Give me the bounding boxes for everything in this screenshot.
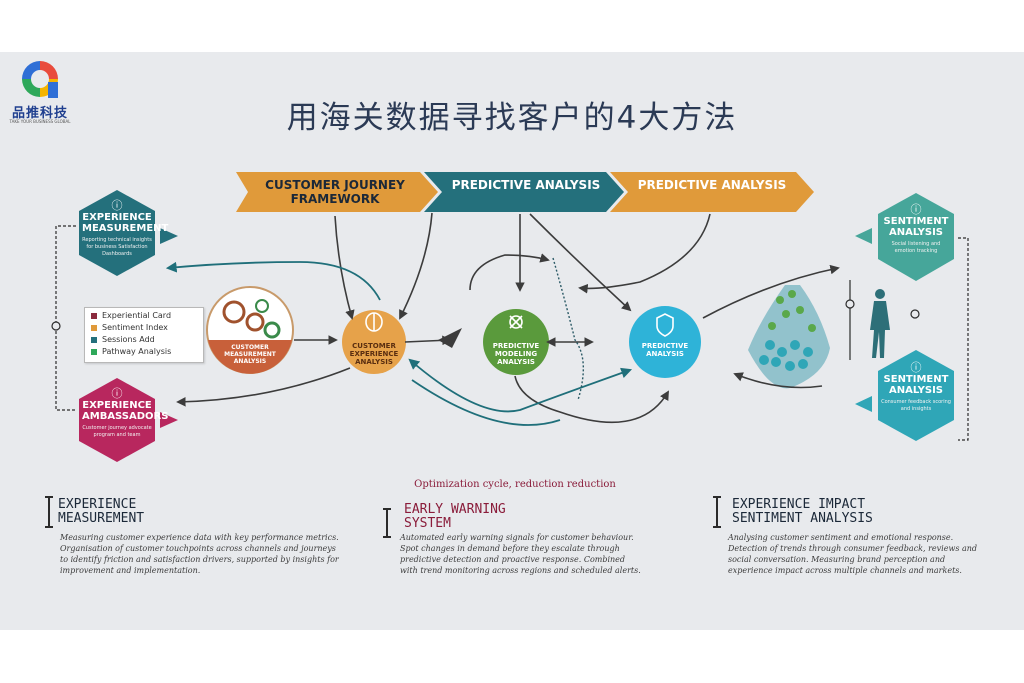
hexagon-left-top-body: Reporting technical insights for busines… — [82, 237, 152, 257]
node-1-circle — [342, 310, 406, 374]
shield-icon — [656, 313, 674, 337]
legend-label: Experiential Card — [102, 311, 172, 320]
hexagon-right-top-shape — [878, 193, 954, 281]
banner-3-shape — [610, 172, 814, 212]
hexagon-right-top-title: SENTIMENT ANALYSIS — [883, 216, 949, 238]
teal-flow-arrows — [165, 261, 633, 426]
node-3-circle — [629, 306, 701, 378]
brand-logo: 品推科技 TAKE YOUR BUSINESS GLOBAL — [4, 56, 76, 128]
hexagon-right-bottom-title: SENTIMENT ANALYSIS — [883, 374, 949, 396]
brand-tagline: TAKE YOUR BUSINESS GLOBAL — [9, 119, 71, 124]
node-2-label: PREDICTIVE MODELING ANALYSIS — [492, 342, 540, 366]
node-2-circle — [483, 309, 549, 375]
section-bracket — [45, 496, 53, 528]
dotted-path — [552, 257, 585, 401]
section-bracket — [713, 496, 721, 528]
hexagon-right-bottom-pointer — [855, 396, 872, 412]
hexagon-right-top-body: Social listening and emotion tracking — [891, 241, 941, 254]
section-early-warning-body: Automated early warning signals for cust… — [400, 533, 641, 575]
lightbulb-icon: ⓘ — [111, 199, 123, 212]
flow-arrows — [176, 212, 840, 424]
section-experience-measurement-title: EXPERIENCE MEASUREMENT — [58, 497, 145, 526]
hexagon-right-bottom: ⓘ SENTIMENT ANALYSIS Consumer feedback s… — [881, 362, 951, 413]
brain-icon — [365, 312, 383, 332]
hexagon-left-bottom-body: Customer journey advocate program and te… — [82, 425, 152, 438]
optimization-caption: Optimization cycle, reduction reduction — [414, 479, 616, 490]
banner-customer-journey: CUSTOMER JOURNEY FRAMEWORK — [265, 178, 405, 206]
connector-dot — [910, 309, 920, 319]
logo-mark-icon — [22, 61, 58, 98]
legend-swatch — [91, 312, 97, 319]
legend-item: Sessions Add — [91, 334, 155, 345]
banner-2-shape — [424, 172, 624, 212]
hexagon-left-bottom: ⓘ EXPERIENCE AMBASSADORS Customer journe… — [82, 387, 169, 439]
crowd-illustration — [748, 285, 830, 389]
gears-icon — [509, 315, 523, 329]
section-experience-measurement-body: Measuring customer experience data with … — [60, 533, 339, 575]
hexagon-right-top-pointer — [855, 228, 872, 244]
section-early-warning-title: EARLY WARNING SYSTEM — [404, 502, 506, 531]
legend-label: Sessions Add — [102, 335, 155, 344]
section-experience-impact-title: EXPERIENCE IMPACT SENTIMENT ANALYSIS — [732, 497, 873, 526]
hexagon-left-top-pointer — [160, 228, 178, 244]
hexagon-left-top-shape — [79, 190, 155, 276]
lightbulb-icon: ⓘ — [111, 387, 123, 400]
hexagon-right-top: ⓘ SENTIMENT ANALYSIS Social listening an… — [881, 204, 951, 255]
side-circle-label: CUSTOMER MEASUREMENT ANALYSIS — [224, 344, 276, 365]
banner-predictive-analysis-2: PREDICTIVE ANALYSIS — [637, 178, 787, 192]
connector-dot — [51, 321, 61, 331]
legend-swatch — [91, 336, 97, 343]
page-title: 用海关数据寻找客户的4大方法 — [286, 100, 738, 136]
banner-1-shape — [236, 172, 438, 212]
legend-item: Pathway Analysis — [91, 346, 171, 357]
hexagon-left-bottom-pointer — [160, 412, 178, 428]
section-bracket — [383, 508, 391, 538]
connector-dot — [845, 299, 855, 309]
person-icon — [870, 289, 890, 358]
legend-item: Experiential Card — [91, 310, 171, 321]
legend-label: Sentiment Index — [102, 323, 168, 332]
node-3-label: PREDICTIVE ANALYSIS — [641, 342, 689, 358]
hexagon-left-bottom-shape — [79, 378, 155, 462]
lightbulb-icon: ⓘ — [910, 203, 922, 216]
banner-predictive-analysis-1: PREDICTIVE ANALYSIS — [451, 178, 601, 192]
hexagon-right-bottom-body: Consumer feedback scoring and insights — [881, 399, 951, 412]
legend-label: Pathway Analysis — [102, 347, 172, 356]
brand-name: 品推科技 — [11, 106, 68, 121]
pointer-arrowhead — [438, 328, 462, 348]
legend-swatch — [91, 348, 97, 355]
hexagon-left-top: ⓘ EXPERIENCE MEASUREMENT Reporting techn… — [82, 199, 169, 258]
legend-item: Sentiment Index — [91, 322, 168, 333]
node-1-label: CUSTOMER EXPERIENCE ANALYSIS — [349, 342, 399, 366]
hexagon-left-top-title: EXPERIENCE MEASUREMENT — [82, 212, 169, 234]
hexagon-right-bottom-shape — [878, 350, 954, 441]
hexagon-left-bottom-title: EXPERIENCE AMBASSADORS — [82, 400, 169, 422]
section-experience-impact-body: Analysing customer sentiment and emotion… — [728, 533, 978, 575]
legend-box: Experiential Card Sentiment Index Sessio… — [84, 307, 204, 363]
lightbulb-icon: ⓘ — [910, 361, 922, 374]
side-illustration-base — [208, 340, 292, 374]
legend-swatch — [91, 324, 97, 331]
